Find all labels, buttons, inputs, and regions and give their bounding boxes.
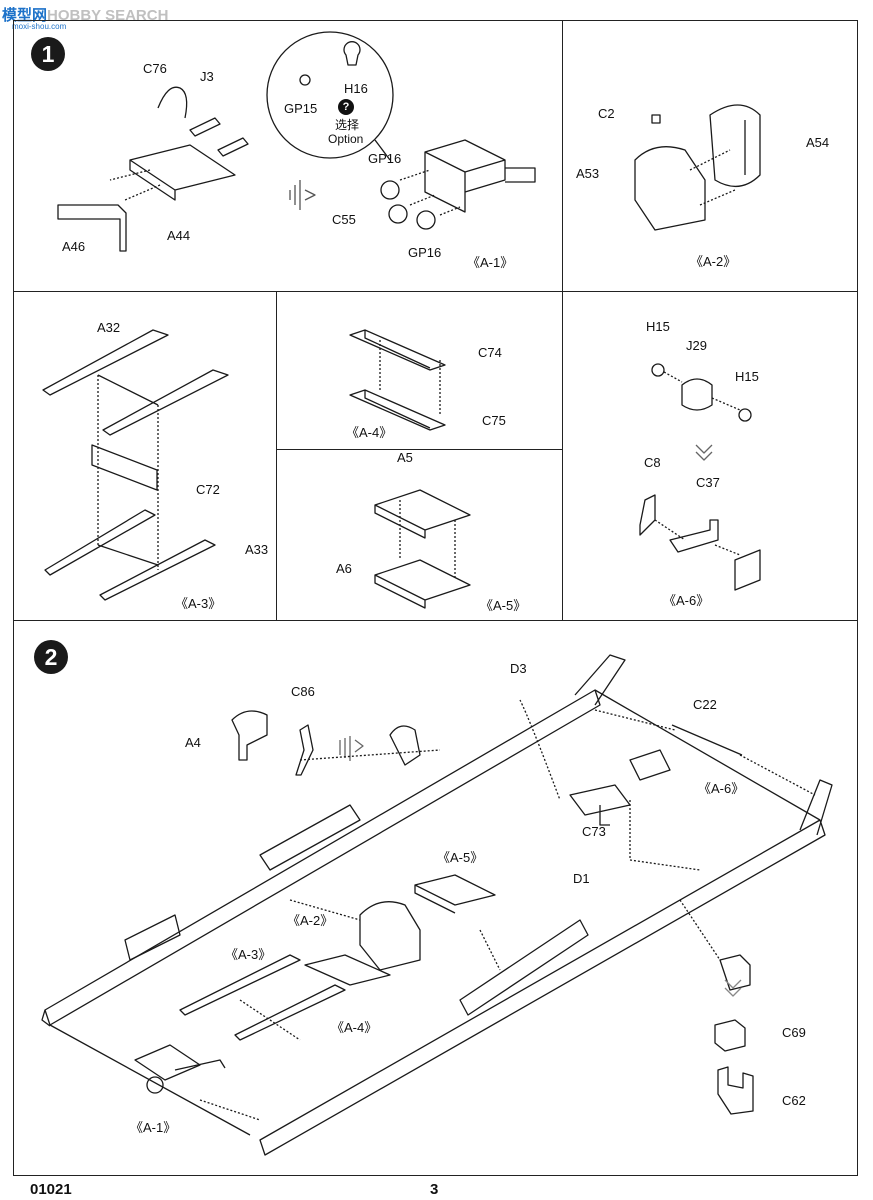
label-c8: C8 (644, 455, 661, 470)
chassis-left-rail (44, 689, 601, 1026)
caption-a2: 《A-2》 (690, 254, 737, 269)
label-a53: A53 (576, 166, 600, 181)
part-a1-frame (424, 139, 506, 213)
label-c72: C72 (196, 482, 220, 497)
part-a53 (634, 146, 706, 231)
part-c22 (671, 724, 743, 756)
part-j3 (189, 117, 249, 157)
label-c73: C73 (582, 824, 606, 839)
part-c86 (295, 724, 314, 776)
label-c76: C76 (143, 61, 167, 76)
label-a32: A32 (97, 320, 121, 335)
label-a4: A4 (185, 735, 201, 750)
option-cn-label: 选择 (335, 118, 360, 132)
chassis-right-rail (259, 819, 826, 1156)
part-a4 (231, 710, 268, 761)
watermark-site: moxi-shou.com (12, 22, 67, 31)
caption-a1: 《A-1》 (467, 255, 514, 270)
chassis-front-horn-right (799, 779, 833, 836)
label-d3: D3 (510, 661, 527, 676)
part-c8 (639, 494, 656, 536)
label-h15-left: H15 (646, 319, 670, 334)
part-c72 (91, 444, 158, 491)
label-c74: C74 (478, 345, 502, 360)
part-a6 (374, 559, 471, 609)
label-c55: C55 (332, 212, 356, 227)
panel-step2 (13, 620, 858, 1176)
label-j3: J3 (200, 69, 214, 84)
sub-a2-label: 《A-2》 (287, 913, 334, 928)
label-c62: C62 (782, 1093, 806, 1108)
label-a33: A33 (245, 542, 269, 557)
label-a46: A46 (62, 239, 86, 254)
label-a5: A5 (397, 450, 413, 465)
page-number: 3 (430, 1181, 439, 1198)
label-j29: J29 (686, 338, 707, 353)
part-c76 (157, 86, 188, 119)
caption-a6: 《A-6》 (663, 593, 710, 608)
label-gp16-top: GP16 (368, 151, 402, 166)
label-c86: C86 (291, 684, 315, 699)
sub-a5-label: 《A-5》 (437, 850, 484, 865)
sub-a4-label: 《A-4》 (331, 1020, 378, 1035)
option-bubble (266, 31, 394, 159)
label-a54: A54 (806, 135, 830, 150)
kit-number: 01021 (30, 1181, 72, 1198)
part-c37 (669, 519, 719, 553)
caption-a4: 《A-4》 (346, 425, 393, 440)
part-a5 (374, 489, 471, 539)
question-icon: ? (338, 99, 354, 115)
label-a44: A44 (167, 228, 191, 243)
caption-a5: 《A-5》 (480, 598, 527, 613)
sub-a3-label: 《A-3》 (225, 947, 272, 962)
sub-a6-label: 《A-6》 (698, 781, 745, 796)
label-h16: H16 (344, 81, 368, 96)
part-a44 (129, 144, 236, 201)
label-gp16-bottom: GP16 (408, 245, 442, 260)
part-a54 (709, 104, 761, 187)
caption-a3: 《A-3》 (175, 596, 222, 611)
gearbox-a2 (359, 901, 421, 971)
part-a32 (42, 329, 229, 436)
option-en-label: Option (328, 132, 364, 146)
part-c75 (349, 389, 446, 431)
sub-a1-label: 《A-1》 (130, 1120, 177, 1135)
label-c22: C22 (693, 697, 717, 712)
step-2-badge: 2 (34, 640, 68, 674)
label-c37: C37 (696, 475, 720, 490)
part-c69 (714, 1019, 746, 1052)
part-j29 (681, 378, 713, 411)
label-h15-right: H15 (735, 369, 759, 384)
label-d1: D1 (573, 871, 590, 886)
crossmember (124, 914, 181, 961)
label-c69: C69 (782, 1025, 806, 1040)
watermark-logo: 模型网HOBBY SEARCH (2, 7, 169, 24)
part-a33 (44, 509, 216, 601)
label-a6: A6 (336, 561, 352, 576)
label-c75: C75 (482, 413, 506, 428)
label-gp15: GP15 (284, 101, 318, 116)
label-c2: C2 (598, 106, 615, 121)
part-c74 (349, 329, 446, 371)
step-1-badge: 1 (31, 37, 65, 71)
chassis-front-horn-left (574, 654, 626, 706)
part-c62 (717, 1066, 754, 1115)
part-c73 (569, 784, 631, 826)
part-a46 (57, 204, 127, 252)
